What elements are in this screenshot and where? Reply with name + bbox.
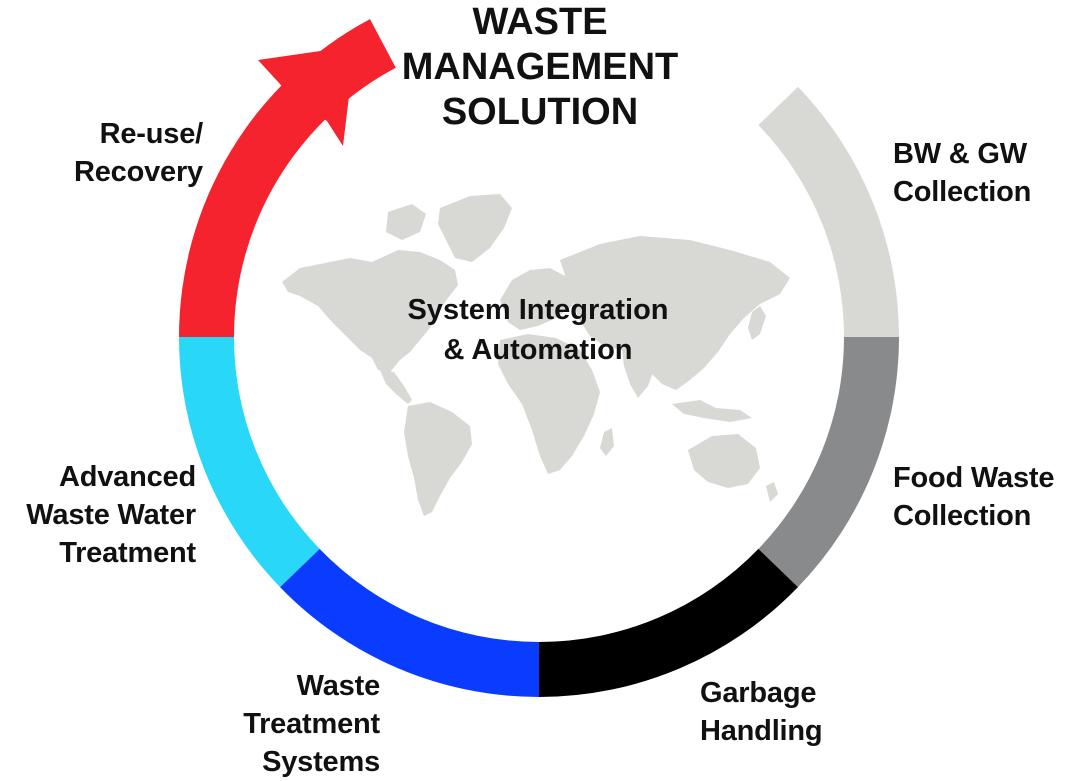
label-line: Waste <box>296 670 381 702</box>
label-line: Advanced <box>59 461 196 493</box>
ring-segment-waste-treatment-systems <box>280 548 539 697</box>
diagram-title: WASTE MANAGEMENT SOLUTION <box>330 0 750 135</box>
label-line: Waste Water <box>26 499 196 531</box>
map-asia <box>560 236 790 390</box>
step-label-advanced-waste-water-treatment: Advanced Waste Water Treatment <box>0 458 196 572</box>
map-new-zealand <box>766 482 778 502</box>
ring-segment-food-waste-collection <box>758 337 899 588</box>
label-line: Systems <box>262 746 380 778</box>
step-label-re-use-recovery: Re-use/ Recovery <box>0 115 203 191</box>
map-japan <box>748 306 766 340</box>
label-line: Collection <box>893 500 1032 532</box>
map-australia <box>688 434 760 488</box>
map-europe <box>500 268 580 330</box>
label-line: Handling <box>700 715 823 747</box>
label-line: Treatment <box>59 537 196 569</box>
label-line: Garbage <box>700 677 817 709</box>
label-line: Recovery <box>74 156 203 188</box>
label-line: Food Waste <box>893 462 1055 494</box>
map-indonesia <box>672 400 752 422</box>
step-label-bw-gw-collection: BW & GW Collection <box>893 135 1031 211</box>
map-india <box>622 350 656 398</box>
label-line: Treatment <box>243 708 380 740</box>
title-line: WASTE <box>472 1 608 43</box>
ring-segment-bw-gw-collection <box>758 86 899 337</box>
map-africa <box>498 334 600 474</box>
title-line: MANAGEMENT <box>401 46 679 88</box>
label-line: Re-use/ <box>99 118 204 150</box>
map-south-america <box>404 402 472 516</box>
map-arctic-islands <box>386 204 426 240</box>
center-label-line: System Integration <box>407 294 669 326</box>
center-label: System Integration & Automation <box>368 290 708 370</box>
ring-segment-advanced-waste-water-treatment <box>179 337 320 588</box>
step-label-food-waste-collection: Food Waste Collection <box>893 459 1054 535</box>
title-line: SOLUTION <box>441 91 639 133</box>
recovery-arrow-head <box>258 46 355 146</box>
center-label-line: & Automation <box>443 334 633 366</box>
world-map-image <box>282 194 790 516</box>
map-north-america <box>282 250 458 372</box>
label-line: Collection <box>893 176 1032 208</box>
map-greenland <box>438 194 512 262</box>
map-madagascar <box>600 428 614 456</box>
label-line: BW & GW <box>893 138 1027 170</box>
step-label-waste-treatment-systems: Waste Treatment Systems <box>180 667 380 781</box>
map-central-america <box>380 370 412 404</box>
step-label-garbage-handling: Garbage Handling <box>700 674 823 750</box>
ring-segment-garbage-handling <box>539 548 798 697</box>
